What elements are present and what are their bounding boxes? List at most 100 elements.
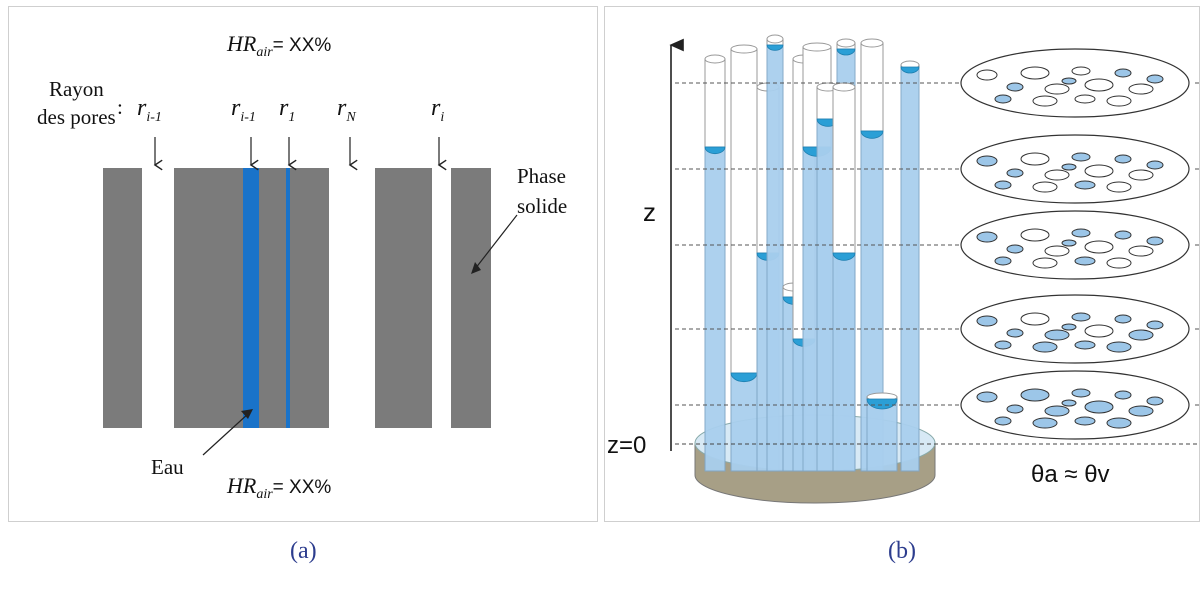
pore: [1061, 77, 1077, 85]
capillary-tube: [866, 392, 898, 472]
radius-colon: :: [117, 95, 123, 119]
radius-label-r-i: ri: [431, 95, 445, 125]
hr-air-bottom: HRair= XX%: [227, 473, 332, 502]
pore: [1146, 236, 1164, 246]
pore: [976, 155, 998, 167]
pore: [1084, 400, 1114, 414]
meniscus: [860, 130, 884, 139]
pore: [1071, 66, 1091, 76]
meniscus: [836, 48, 856, 56]
capillary-tubes: [694, 34, 936, 504]
pore: [1114, 390, 1132, 400]
z-axis-label: z: [643, 197, 656, 227]
pore: [1084, 164, 1114, 178]
pore-radius-label: Rayon des pores: [37, 77, 116, 129]
water-pore-wide: [243, 168, 259, 428]
cross-section: [960, 210, 1190, 280]
z-origin-label: z=0: [607, 432, 647, 459]
pore: [1071, 228, 1091, 238]
pore: [1074, 180, 1096, 190]
pore: [1128, 329, 1154, 341]
arrow-eau: [202, 412, 250, 456]
pore: [994, 416, 1012, 426]
pore: [976, 315, 998, 327]
pore: [1044, 329, 1070, 341]
pore: [1061, 323, 1077, 331]
pore: [1020, 152, 1050, 166]
solid-block-4: [451, 168, 491, 428]
pore: [1106, 181, 1132, 193]
caption-a: (a): [290, 538, 317, 564]
pore: [976, 391, 998, 403]
contact-angle-label: θa ≈ θv: [1031, 461, 1110, 488]
pore: [1106, 341, 1132, 353]
level-lines: [675, 82, 1199, 445]
pore: [1114, 68, 1132, 78]
water-pore-narrow: [286, 168, 290, 428]
meniscus: [704, 146, 726, 155]
pore: [1146, 74, 1164, 84]
radius-label-r-i-1-left: ri-1: [137, 95, 162, 125]
pore: [1020, 66, 1050, 80]
pore: [1146, 396, 1164, 406]
pore: [1071, 312, 1091, 322]
pore: [976, 231, 998, 243]
pore: [1146, 320, 1164, 330]
pore: [1044, 83, 1070, 95]
pore: [1006, 328, 1024, 338]
radius-label-r-n: rN: [337, 95, 356, 125]
capillary-tube: [860, 38, 884, 472]
pore: [994, 94, 1012, 104]
pore: [1084, 324, 1114, 338]
pore: [994, 340, 1012, 350]
solid-block-1: [103, 168, 142, 428]
pore: [1074, 340, 1096, 350]
pore: [994, 180, 1012, 190]
pore: [1128, 83, 1154, 95]
pore: [1071, 388, 1091, 398]
pore: [1128, 169, 1154, 181]
pore: [976, 69, 998, 81]
cross-sections: [960, 48, 1190, 440]
pore: [1006, 404, 1024, 414]
meniscus: [866, 398, 898, 410]
pore: [1032, 257, 1058, 269]
pore: [1114, 230, 1132, 240]
pore: [1114, 314, 1132, 324]
pore: [1106, 417, 1132, 429]
capillary-tube: [832, 82, 856, 472]
pore: [994, 256, 1012, 266]
pore: [1074, 94, 1096, 104]
pore: [1084, 78, 1114, 92]
pore: [1032, 95, 1058, 107]
pore: [1020, 228, 1050, 242]
pore: [1044, 169, 1070, 181]
pore: [1032, 417, 1058, 429]
pore: [1146, 160, 1164, 170]
pore: [1061, 163, 1077, 171]
pore: [1006, 244, 1024, 254]
cross-section: [960, 48, 1190, 118]
radius-label-r-i-1-water: ri-1: [231, 95, 256, 125]
pore: [1020, 312, 1050, 326]
caption-b: (b): [888, 538, 916, 564]
pore: [1044, 245, 1070, 257]
hr-air-top: HRair= XX%: [227, 31, 332, 60]
pore: [1032, 181, 1058, 193]
radius-label-r-1: r1: [279, 95, 296, 125]
panel-b-drawing: [669, 34, 1199, 504]
water-label: Eau: [151, 455, 184, 479]
pore: [1128, 245, 1154, 257]
pore: [1128, 405, 1154, 417]
meniscus: [766, 44, 784, 51]
pore: [1074, 416, 1096, 426]
meniscus: [900, 66, 920, 74]
panel-a-drawing: [103, 137, 518, 456]
pore: [1061, 239, 1077, 247]
arrow-phase-solide: [474, 214, 518, 270]
pore: [1106, 95, 1132, 107]
capillary-tube: [730, 44, 758, 472]
pore: [1106, 257, 1132, 269]
pore: [1020, 388, 1050, 402]
pore: [1006, 82, 1024, 92]
